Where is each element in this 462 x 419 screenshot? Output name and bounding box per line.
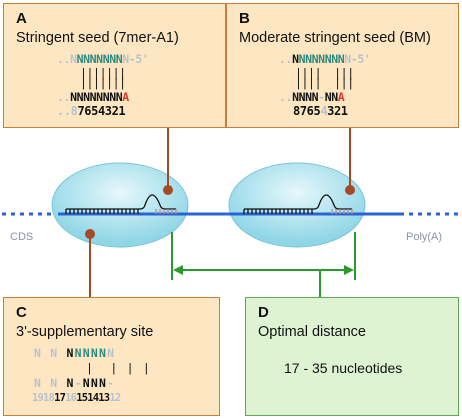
panel-c-positions: 1918171615141312 [32,391,121,405]
seq-flank: N [70,90,77,104]
seed-pairing-left [155,209,177,214]
seq-pad: .. [57,52,71,66]
connector-b-dot [345,185,355,195]
pos-8765: 8765 [293,104,321,118]
seq-pad: N N [34,346,67,360]
base-13: N [99,376,108,390]
seed-sequence: NNNNNNN [298,52,345,66]
gap-12: - [107,376,116,390]
mirna-right [243,194,352,214]
base-17: N [66,376,75,390]
pos-14: 14 [87,392,99,404]
panel-c-pairing: | | | | [86,361,151,375]
base-15: N [82,376,91,390]
panel-a-letter: A [16,10,27,27]
panel-c-mirna-row: N N NNNNNN [34,346,115,360]
ago-complex-left [51,162,189,248]
base-14: N [90,346,99,360]
panel-b-pairing: |||| ||| [295,66,354,80]
bulge-gap: - [318,90,325,104]
panel-c-letter: C [16,304,27,321]
seq-tail: N-5' [344,52,371,66]
seed-sequence: NNNNNNN [76,52,123,66]
distance-value: 17 - 35 nucleotides [284,360,403,376]
panel-c: C 3'-supplementary site N N NNNNNN | | |… [3,297,220,416]
panel-a-pairing: ||||||| [80,66,126,80]
panel-a-title: Stringent seed (7mer-A1) [16,30,179,46]
panel-d-title: Optimal distance [258,324,366,340]
seed-part-1: NNNN [292,90,319,104]
pos-13: 13 [98,392,110,404]
seq-pad: .. [57,90,71,104]
panel-a-positions: ..87654321 [57,104,126,118]
mismatch-base: N [292,52,299,66]
cds-label: CDS [10,231,34,243]
seq-pad: .. [279,90,293,104]
panel-d: D Optimal distance 17 - 35 nucleotides [245,297,459,416]
seq-pad: .. [279,52,293,66]
base-13: N [99,346,108,360]
gap-16: - [74,376,83,390]
base-17: N [66,346,75,360]
pos-pad: .. [57,104,71,118]
panel-c-title: 3'-supplementary site [16,324,154,340]
seq-pad: N N [34,376,67,390]
panel-b-pairing-2: |||| ||| [295,76,354,90]
a1-base: A [122,90,129,104]
seq-tail: N-5' [122,52,149,66]
panel-c-mrna-row: N N N-NNN- [34,376,115,390]
seq-flank: N [70,52,77,66]
seed-sequence: NNNNNNN [76,90,123,104]
pos-321: 321 [327,104,348,118]
base-15: N [82,346,91,360]
pos-8: 8 [70,104,78,118]
panel-b-title: Moderate stringent seed (BM) [239,30,431,46]
pos-4: 4 [320,104,328,118]
panel-b-letter: B [239,10,250,27]
connector-c-dot [85,229,95,239]
polya-label: Poly(A) [406,231,443,243]
panel-b-mrna-row: ..NNNN-NNA [279,90,345,104]
pos-19: 19 [32,392,44,404]
panel-b-positions: 87654321 [293,104,348,118]
pos-17: 17 [54,392,66,404]
panel-d-letter: D [258,304,269,321]
base-14: N [90,376,99,390]
panel-a-mrna-row: ..NNNNNNNNA [57,90,129,104]
base-12: N [107,346,116,360]
panel-a-mirna-row: ..NNNNNNNNN-5' [57,52,149,66]
pos-18: 18 [43,392,55,404]
ago-complex-right [228,162,366,248]
pos-12: 12 [109,392,121,404]
panel-b-mirna-row: ..NNNNNNNNN-5' [279,52,371,66]
pos-seed: 7654321 [77,104,126,118]
seed-pairing-right [331,209,353,214]
panel-b: B Moderate stringent seed (BM) ..NNNNNNN… [226,3,459,128]
panel-a: A Stringent seed (7mer-A1) ..NNNNNNNNN-5… [3,3,226,128]
pos-15: 15 [76,392,88,404]
base-16: N [74,346,83,360]
a1-base: A [337,90,345,104]
seed-part-2: NN [324,90,338,104]
mirna-left [65,194,176,214]
connector-a-dot [163,185,173,195]
pos-16: 16 [65,392,77,404]
panel-a-pairing-2: ||||||| [80,76,126,90]
